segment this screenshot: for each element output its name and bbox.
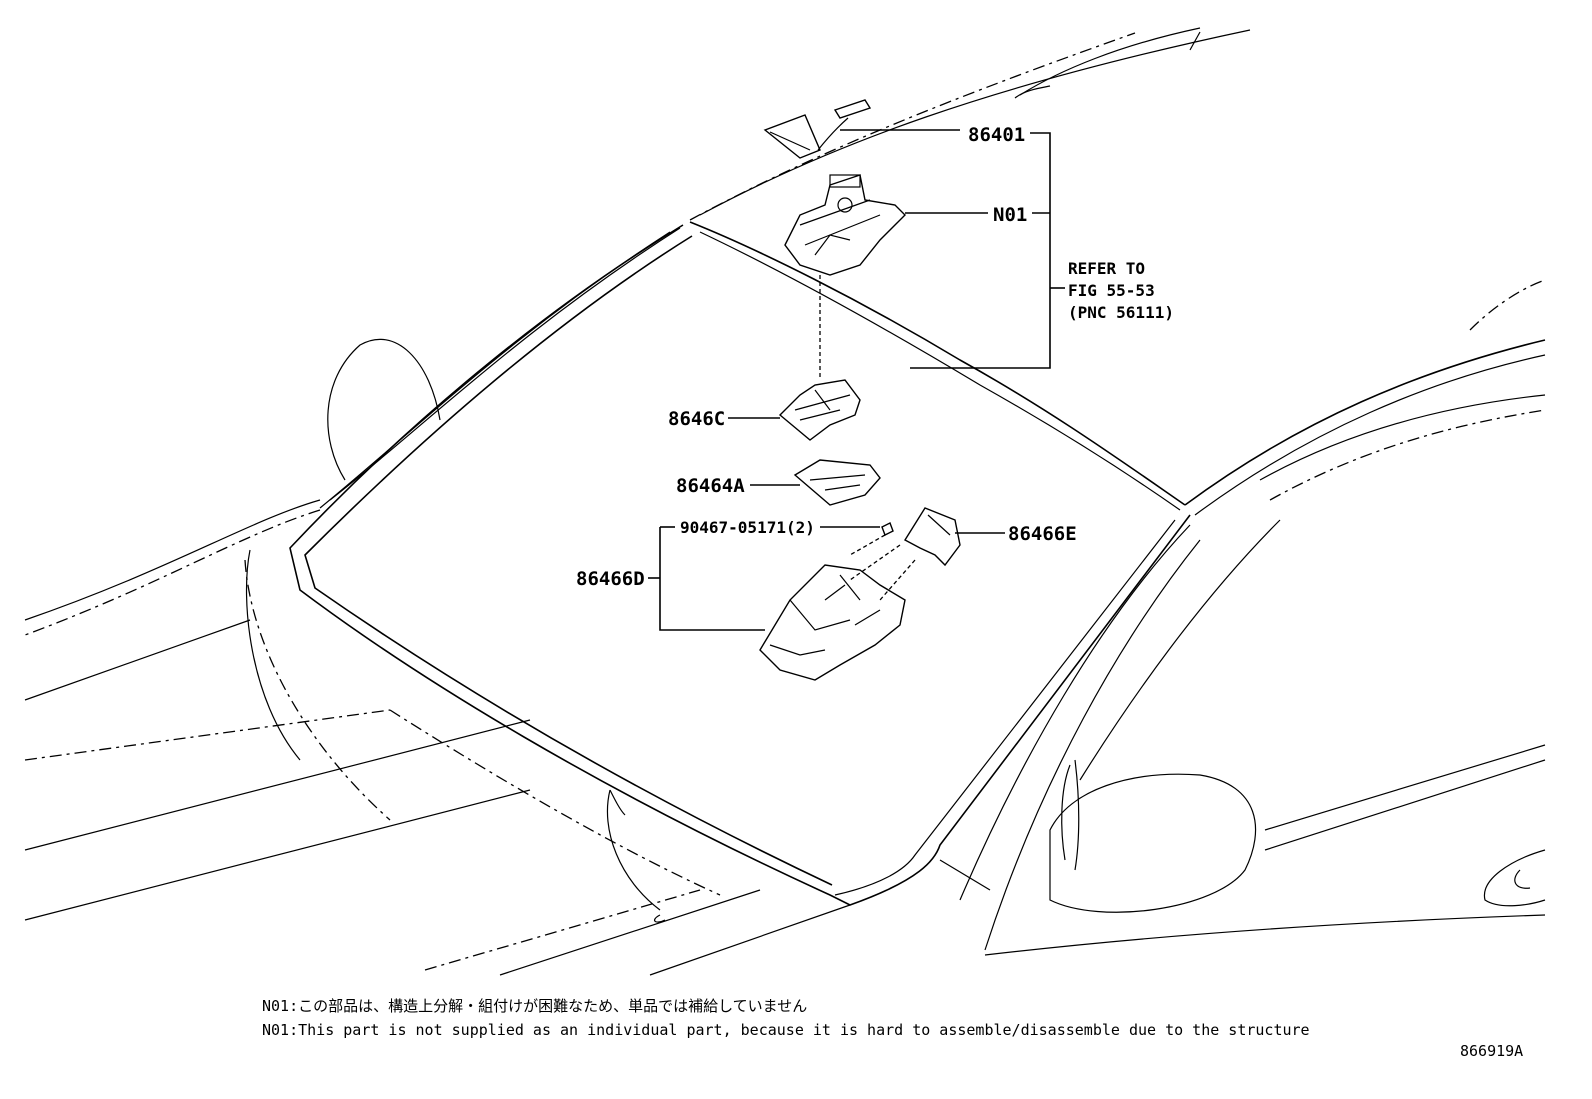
part-8646c-bracket[interactable] — [778, 379, 861, 441]
part-86466e-cover[interactable] — [904, 507, 961, 567]
part-86466d-housing[interactable] — [759, 564, 906, 681]
refer-line-3: (PNC 56111) — [1068, 303, 1174, 322]
figure-id: 866919A — [1460, 1042, 1523, 1060]
callout-n01[interactable]: N01 — [993, 204, 1027, 226]
assembly-lines — [819, 275, 916, 601]
callout-86466d[interactable]: 86466D — [576, 568, 645, 590]
callout-86464a[interactable]: 86464A — [676, 475, 745, 497]
callout-90467-05171[interactable]: 90467-05171(2) — [680, 518, 815, 537]
part-86401-cover[interactable] — [763, 99, 872, 159]
part-90467-clip[interactable] — [881, 522, 894, 536]
note-japanese: N01:この部品は、構造上分解・組付けが困難なため、単品では補給していません — [262, 997, 807, 1015]
callout-86466e[interactable]: 86466E — [1008, 523, 1077, 545]
callout-8646c[interactable]: 8646C — [668, 408, 725, 430]
note-english: N01:This part is not supplied as an indi… — [262, 1021, 1310, 1039]
car-body-outline — [24, 27, 1546, 976]
callout-86401[interactable]: 86401 — [968, 124, 1025, 146]
callout-labels: 86401 N01 REFER TO FIG 55-53 (PNC 56111)… — [576, 124, 1174, 590]
refer-line-1: REFER TO — [1068, 259, 1145, 278]
part-86464a-plate[interactable] — [793, 459, 881, 506]
leader-lines — [648, 129, 1065, 631]
part-n01-bracket[interactable] — [784, 174, 906, 276]
refer-line-2: FIG 55-53 — [1068, 281, 1155, 300]
footnotes: N01:この部品は、構造上分解・組付けが困難なため、単品では補給していません N… — [262, 997, 1523, 1060]
